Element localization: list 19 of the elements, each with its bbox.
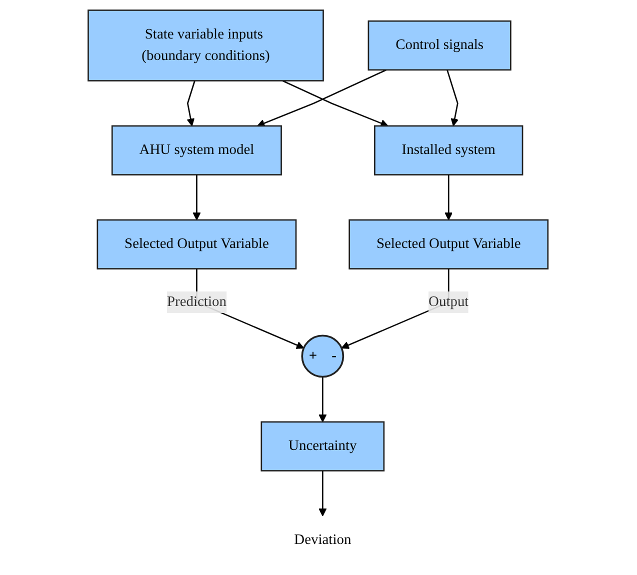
arrow	[193, 174, 202, 220]
arrow	[187, 80, 196, 126]
node-box: Selected Output Variable	[349, 219, 549, 270]
node-box: Uncertainty	[261, 421, 386, 472]
node-box: State variable inputs (boundary conditions)	[88, 10, 324, 82]
arrow	[282, 80, 389, 127]
node-text: Deviation	[294, 532, 352, 548]
arrow	[258, 69, 388, 127]
node-box: AHU system model	[112, 125, 282, 176]
node-box: Selected Output Variable	[97, 219, 298, 270]
arrow	[445, 174, 454, 220]
arrow	[319, 376, 328, 422]
node-circle: + -	[302, 334, 345, 378]
arrow	[446, 70, 460, 126]
node-box: Control signals	[368, 20, 512, 71]
edge-label: Output	[428, 294, 470, 310]
arrow	[319, 470, 328, 516]
node-box: Installed system	[374, 125, 524, 176]
edge-label: Prediction	[167, 294, 227, 310]
